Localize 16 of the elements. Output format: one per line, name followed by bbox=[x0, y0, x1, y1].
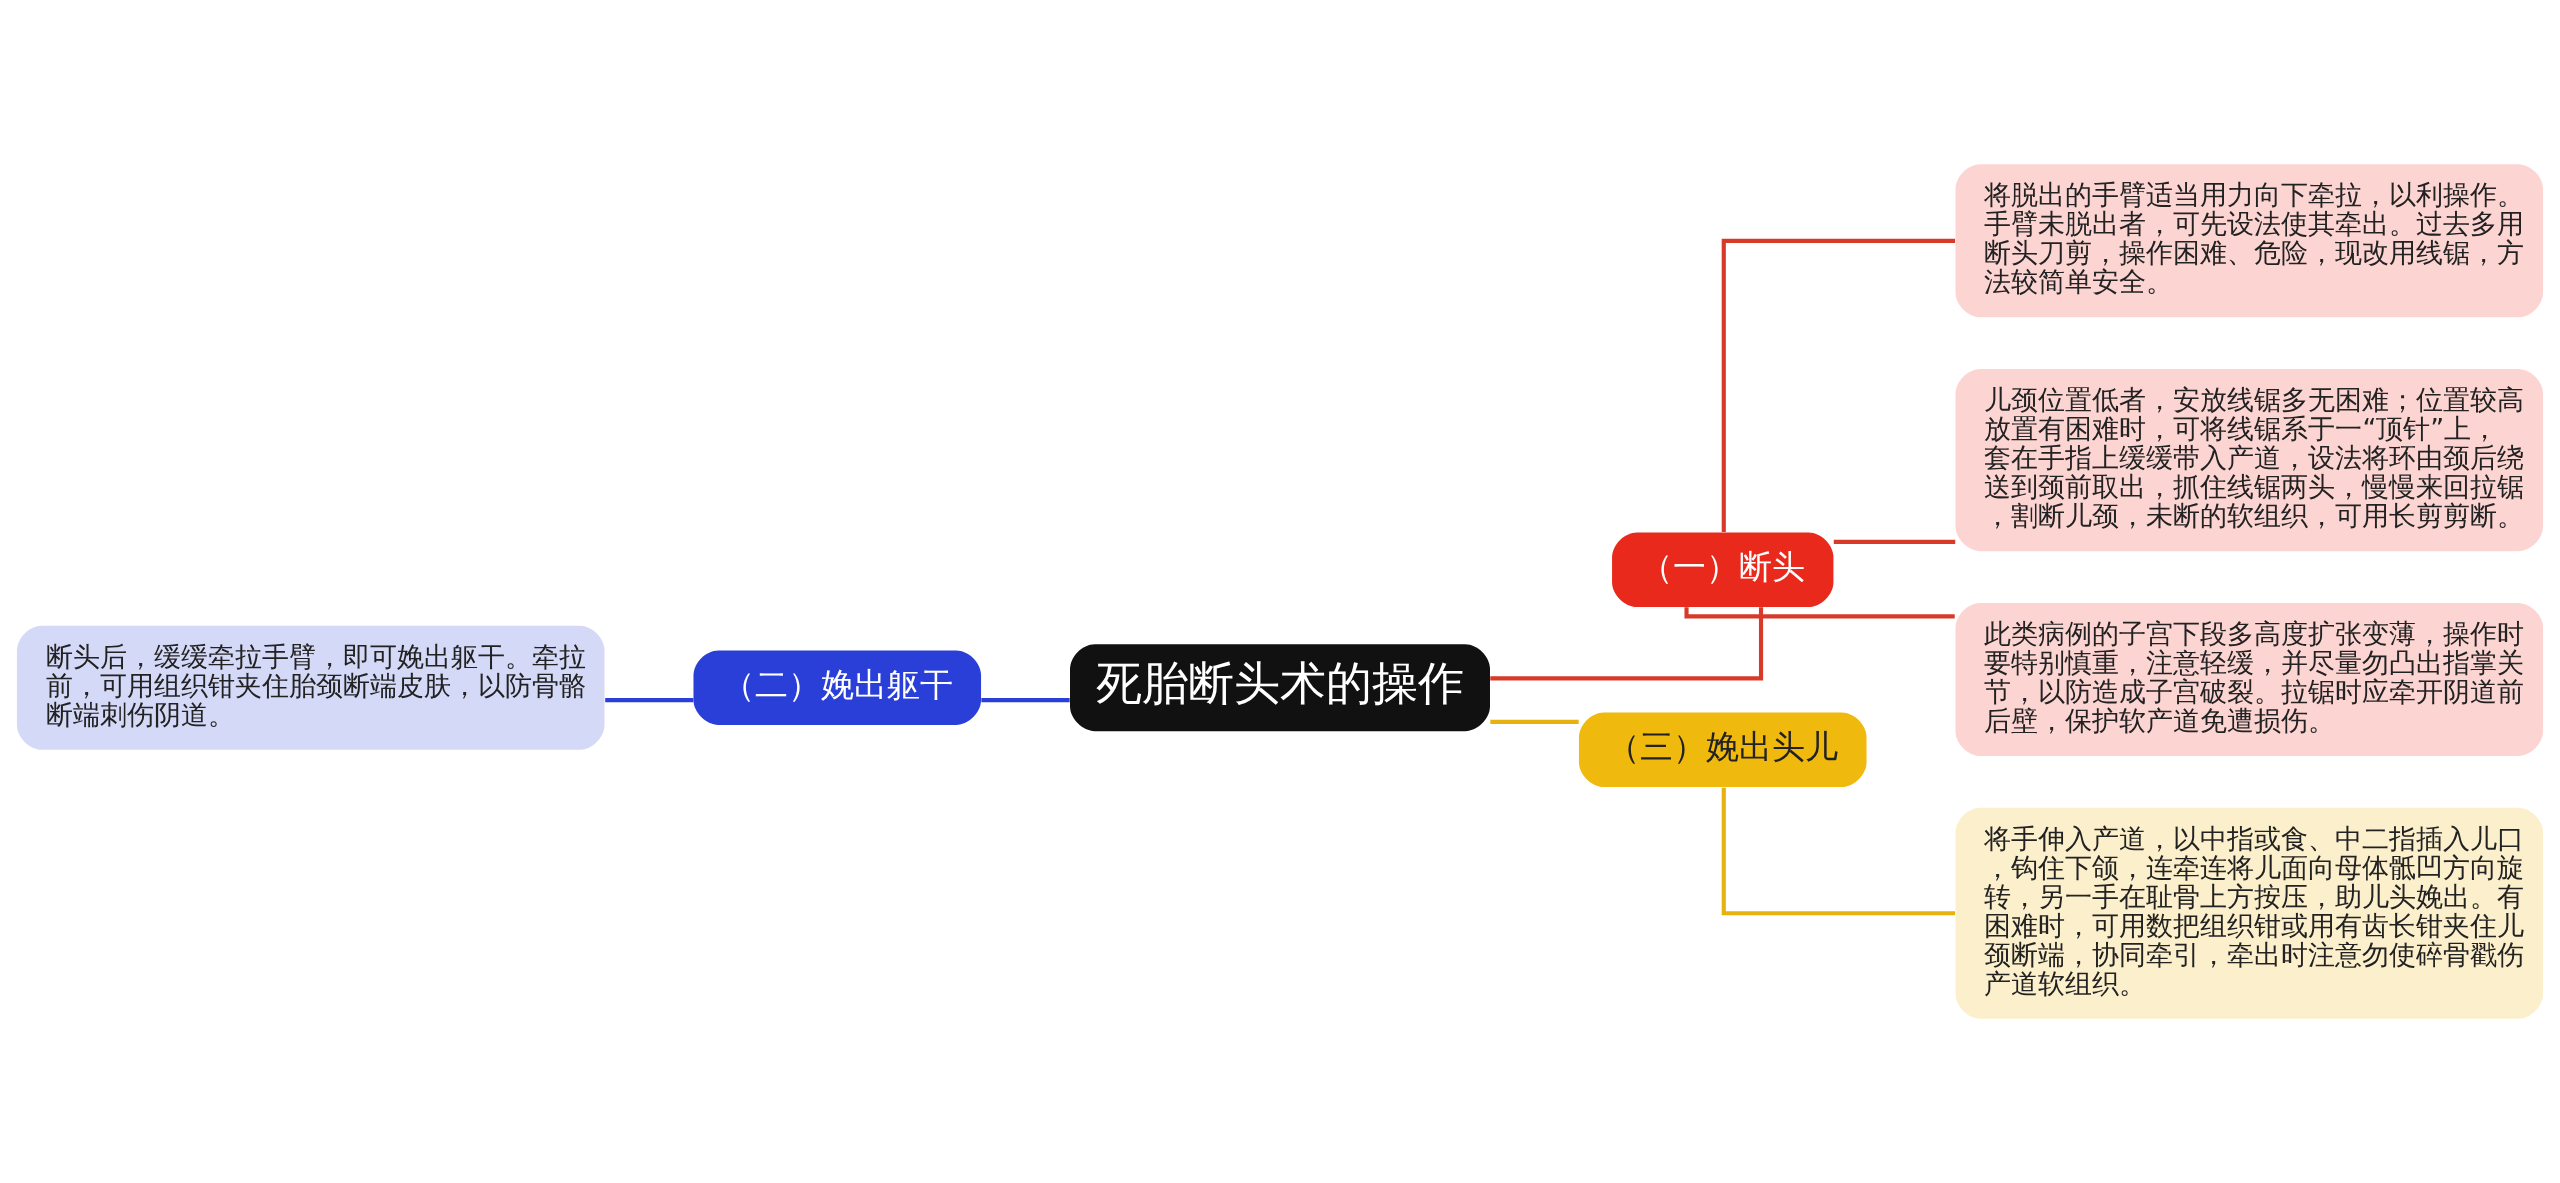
node-box: 将脱出的手臂适当用力向下牵拉，以利操作。手臂未脱出者，可先设法使其牵出。过去多用断头刀剪，操作困难、危险，现改用线锯，方法较简单安全。 bbox=[1955, 164, 2544, 318]
connector bbox=[1833, 539, 1956, 544]
node-box: 此类病例的子宫下段多高度扩张变薄，操作时要特别慎重，注意轻缓，并尽量勿凸出指掌关节，以防造成子宫破裂。拉锯时应牵开阴道前后壁，保护软产道免遭损伤。 bbox=[1955, 602, 2544, 756]
node-box: 死胎断头术的操作 bbox=[1070, 644, 1490, 732]
node-box: 将手伸入产道，以中指或食、中二指插入儿口，钩住下颌，连牵连将儿面向母体骶凹方向旋转，另一手在耻骨上方按压，助儿头娩出。有困难时，可用数把组织钳或用有齿长钳夹住儿颈断端，协同牵引，牵出时注意勿使碎骨戳伤产道软组织。 bbox=[1955, 807, 2544, 1019]
connector bbox=[981, 698, 1070, 703]
node-box: （二）娩出躯干 bbox=[693, 650, 982, 725]
connector bbox=[605, 698, 694, 703]
connector bbox=[1490, 607, 1764, 681]
connector bbox=[1721, 238, 1956, 533]
connector bbox=[1721, 787, 1956, 916]
node-box: 断头后，缓缓牵拉手臂，即可娩出躯干。牵拉前，可用组织钳夹住胎颈断端皮肤，以防骨骼断端刺伤阴道。 bbox=[16, 625, 605, 750]
node-box: （一）断头 bbox=[1612, 532, 1834, 607]
node-box: （三）娩出头儿 bbox=[1578, 712, 1867, 787]
node-box: 儿颈位置低者，安放线锯多无困难；位置较高放置有困难时，可将线锯系于一“顶针”上，套在手指上缓缓带入产道，设法将环由颈后绕送到颈前取出，抓住线锯两头，慢慢来回拉锯，割断儿颈，未断的软组织，可用长剪剪断。 bbox=[1955, 369, 2544, 552]
connector bbox=[1490, 719, 1579, 724]
